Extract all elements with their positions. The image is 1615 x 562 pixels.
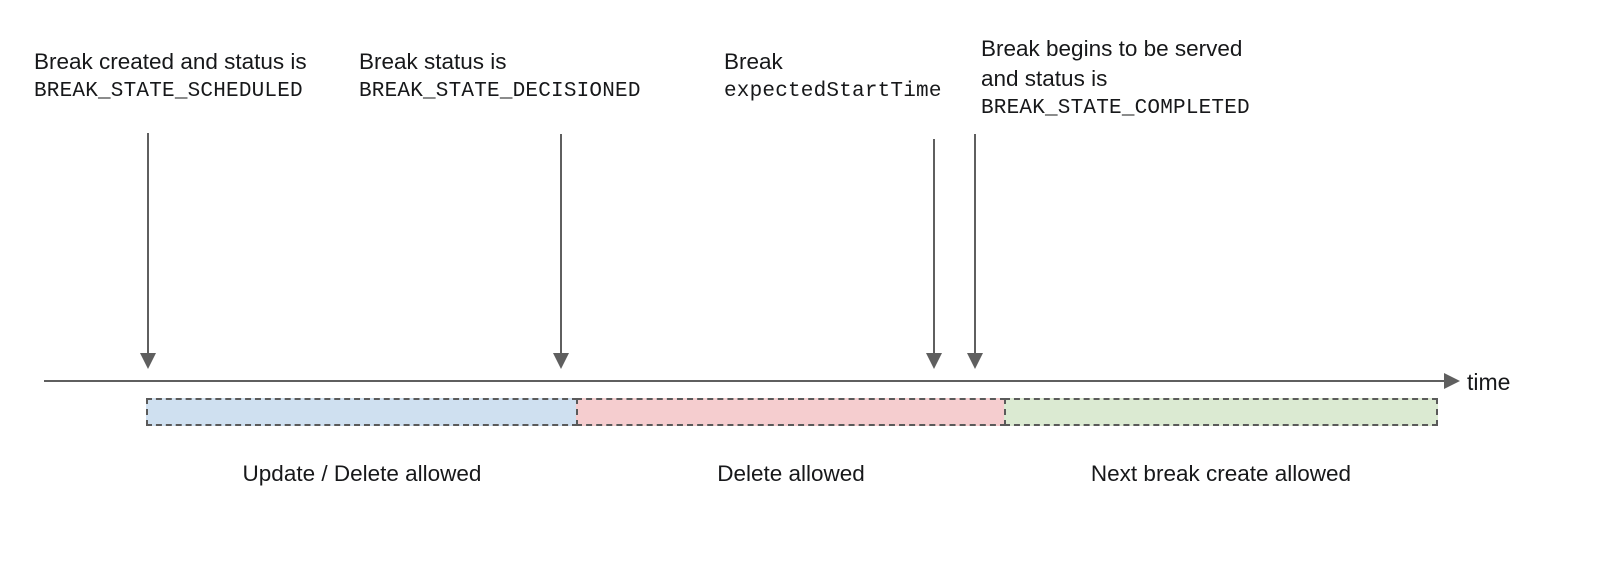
time-axis-line: [44, 380, 1448, 382]
annotation-line: Break: [724, 49, 783, 74]
annotation-line-code: BREAK_STATE_DECISIONED: [359, 80, 641, 103]
arrow-right-icon: [1444, 372, 1460, 389]
arrow-down-icon-completed-shaft: [974, 134, 976, 355]
caption-delete: Delete allowed: [717, 461, 865, 486]
segment-delete: [576, 398, 1006, 426]
arrow-down-icon-decisioned: [552, 353, 569, 369]
arrow-down-icon-expected-start-time-shaft: [933, 139, 935, 355]
arrow-down-icon-scheduled: [139, 353, 156, 369]
annotation-completed: Break begins to be served and status is …: [981, 34, 1250, 124]
annotation-line-code: BREAK_STATE_SCHEDULED: [34, 80, 303, 103]
arrow-down-icon-decisioned-shaft: [560, 134, 562, 355]
segment-next-break: [1004, 398, 1438, 426]
annotation-line-code: expectedStartTime: [724, 80, 942, 103]
annotation-scheduled: Break created and status is BREAK_STATE_…: [34, 47, 307, 107]
caption-update-delete: Update / Delete allowed: [242, 461, 482, 486]
annotation-line-code: BREAK_STATE_COMPLETED: [981, 97, 1250, 120]
caption-next-break: Next break create allowed: [1090, 461, 1352, 486]
annotation-line: Break begins to be served: [981, 36, 1243, 61]
arrow-down-icon-expected-start-time: [925, 353, 942, 369]
annotation-line: Break status is: [359, 49, 507, 74]
annotation-line: and status is: [981, 66, 1108, 91]
annotation-expected-start-time: Break expectedStartTime: [724, 47, 942, 107]
annotation-decisioned: Break status is BREAK_STATE_DECISIONED: [359, 47, 641, 107]
arrow-down-icon-completed: [966, 353, 983, 369]
arrow-down-icon-scheduled-shaft: [147, 133, 149, 355]
segment-update-delete: [146, 398, 578, 426]
annotation-line: Break created and status is: [34, 49, 307, 74]
time-axis-label: time: [1467, 369, 1511, 395]
